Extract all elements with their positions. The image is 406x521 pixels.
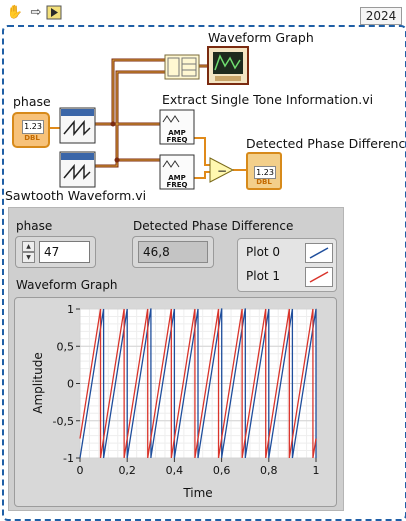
detected-terminal-value: 1.23 — [254, 166, 276, 179]
x-tick-label: 0,4 — [166, 464, 184, 477]
y-axis-ticks: 1 0,5 0 -0,5 -1 — [53, 303, 80, 465]
probe-icon[interactable] — [46, 5, 62, 20]
svg-text:−: − — [217, 164, 227, 178]
x-tick-label: 0,8 — [260, 464, 278, 477]
sawtooth-vi-2 — [59, 151, 96, 188]
x-tick-label: 0 — [77, 464, 84, 477]
detected-numeric-indicator: 46,8 — [132, 236, 214, 268]
phase-terminal-value: 1.23 — [22, 120, 44, 134]
svg-text:AMP: AMP — [168, 174, 186, 182]
legend-label-plot-1: Plot 1 — [246, 269, 281, 283]
phase-terminal-type: DBL — [24, 134, 40, 142]
phase-control-panel-label: phase — [16, 219, 53, 233]
extract-tone-vi-1: AMP FREQ — [159, 109, 195, 145]
extract-tone-vi-2: AMP FREQ — [159, 154, 195, 190]
y-tick-label: -0,5 — [53, 415, 74, 428]
x-axis-label: Time — [182, 486, 212, 500]
detected-indicator-label: Detected Phase Difference — [246, 136, 406, 151]
detected-indicator-terminal[interactable]: 1.23 DBL — [246, 152, 282, 190]
x-tick-label: 0,6 — [213, 464, 231, 477]
plot-legend[interactable]: Plot 0 Plot 1 — [237, 238, 337, 292]
block-diagram: AMP FREQ AMP FREQ − — [44, 46, 249, 190]
x-axis-ticks: 0 0,2 0,4 0,6 0,8 1 — [77, 458, 320, 477]
series-line-plot-0 — [79, 308, 317, 459]
increment-arrow-icon[interactable]: ▲ — [22, 241, 35, 252]
detected-terminal-type: DBL — [256, 178, 272, 186]
y-tick-label: -1 — [63, 452, 74, 465]
year-badge: 2024 — [360, 7, 402, 25]
sawtooth-vi-label: Sawtooth Waveform.vi — [5, 188, 147, 203]
extract-tone-vi-label: Extract Single Tone Information.vi — [162, 92, 374, 107]
hand-tool-icon[interactable]: ✋ — [6, 5, 24, 20]
svg-text:FREQ: FREQ — [167, 136, 188, 144]
legend-swatch-plot-1[interactable] — [305, 267, 333, 287]
decrement-arrow-icon[interactable]: ▼ — [22, 252, 35, 263]
y-tick-label: 1 — [67, 303, 74, 316]
detected-value: 46,8 — [138, 241, 208, 263]
sawtooth-vi-1 — [59, 107, 96, 144]
y-tick-label: 0 — [67, 378, 74, 391]
svg-text:FREQ: FREQ — [167, 181, 188, 189]
series-line-plot-1 — [79, 308, 317, 459]
x-tick-label: 0,2 — [118, 464, 136, 477]
waveform-graph-terminal — [207, 46, 249, 85]
x-tick-label: 1 — [313, 464, 320, 477]
phase-control-label: phase — [13, 94, 51, 109]
legend-label-plot-0: Plot 0 — [246, 245, 281, 259]
phase-input[interactable]: 47 — [39, 241, 90, 263]
numeric-wires — [44, 127, 246, 179]
phase-control-terminal[interactable]: 1.23 DBL — [12, 112, 50, 148]
subtract-node: − — [209, 157, 235, 183]
plot-series — [79, 308, 317, 459]
y-tick-label: 0,5 — [57, 340, 75, 353]
waveform-graph-terminal-label: Waveform Graph — [208, 30, 314, 45]
legend-swatch-plot-0[interactable] — [305, 243, 333, 263]
build-array-node — [164, 54, 200, 80]
detected-indicator-panel-label: Detected Phase Difference — [133, 219, 294, 233]
svg-text:AMP: AMP — [168, 129, 186, 137]
phase-numeric-control: ▲ ▼ 47 — [15, 236, 96, 268]
run-arrow-icon[interactable]: ⇨ — [30, 5, 42, 20]
y-axis-label: Amplitude — [31, 352, 45, 414]
waveform-graph-title: Waveform Graph — [16, 278, 118, 292]
